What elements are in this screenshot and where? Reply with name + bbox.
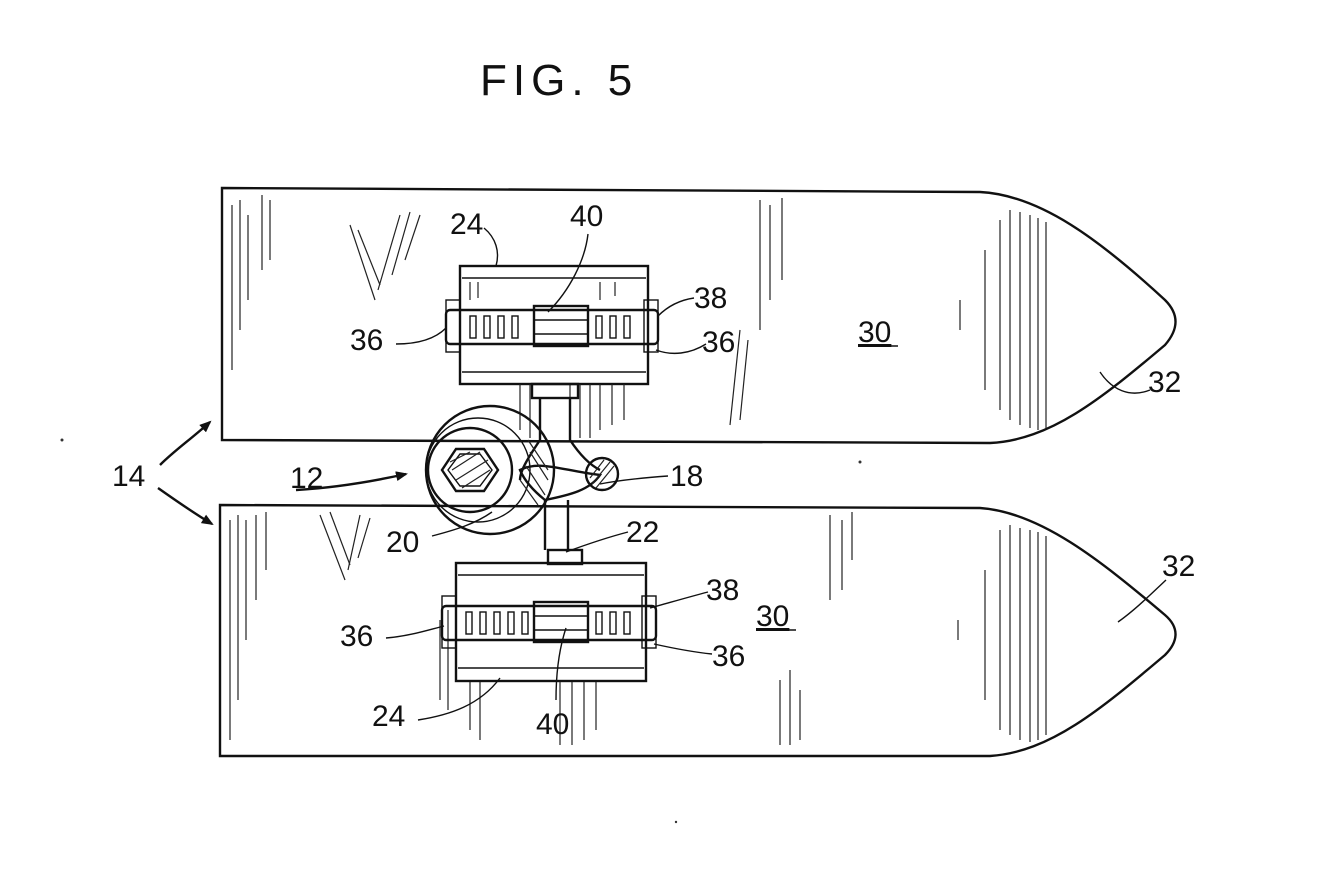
reference-numerals: 14 12 18 20 22 24 40 38 36 36 30 32 38 3… [112,200,1195,741]
label-24-upper: 24 [450,208,483,241]
label-36-lower-right: 36 [712,640,745,673]
label-32-upper: 32 [1148,366,1181,399]
upper-ski-shading [232,195,1046,430]
label-36-upper-right: 36 [702,326,735,359]
upper-ski [222,188,1176,443]
label-36-lower-left: 36 [340,620,373,653]
label-30-lower: 30 [756,600,789,633]
label-38-lower: 38 [706,574,739,607]
figure-title: FIG. 5 [480,56,638,105]
label-22: 22 [626,516,659,549]
wheel-assembly [426,384,618,564]
label-20: 20 [386,526,419,559]
label-18: 18 [670,460,703,493]
label-38-upper: 38 [694,282,727,315]
label-12: 12 [290,462,323,495]
label-36-upper-left: 36 [350,324,383,357]
label-32-lower: 32 [1162,550,1195,583]
label-40-upper: 40 [570,200,603,233]
label-14: 14 [112,460,145,493]
label-40-lower: 40 [536,708,569,741]
label-30-upper: 30 [858,316,891,349]
label-24-lower: 24 [372,700,405,733]
